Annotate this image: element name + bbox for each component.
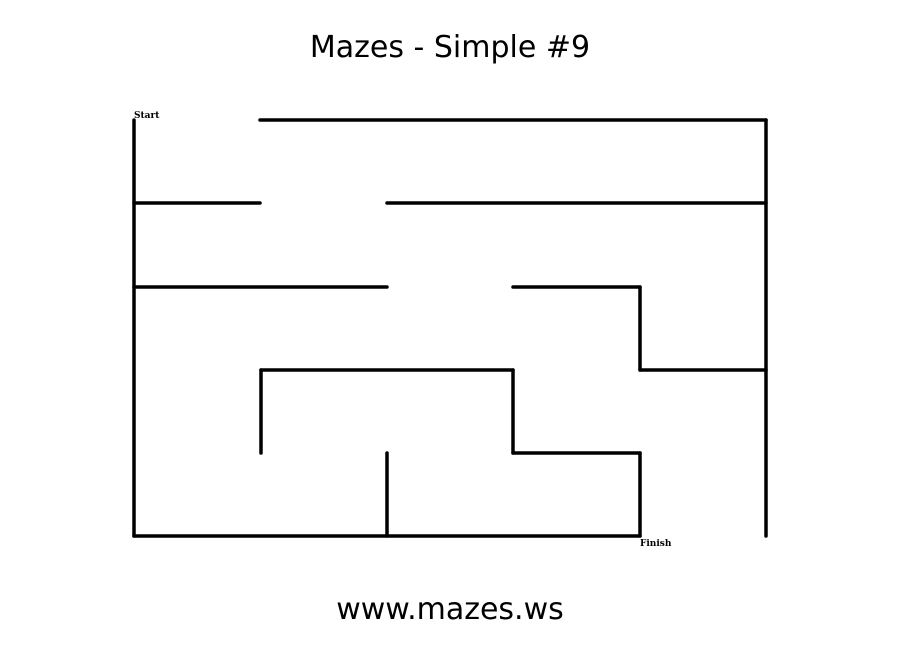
start-label: Start: [134, 111, 160, 121]
page-title: Mazes - Simple #9: [309, 30, 591, 65]
finish-label: Finish: [640, 539, 672, 549]
maze-walls: [132, 118, 768, 538]
site-url: www.mazes.ws: [336, 592, 564, 627]
